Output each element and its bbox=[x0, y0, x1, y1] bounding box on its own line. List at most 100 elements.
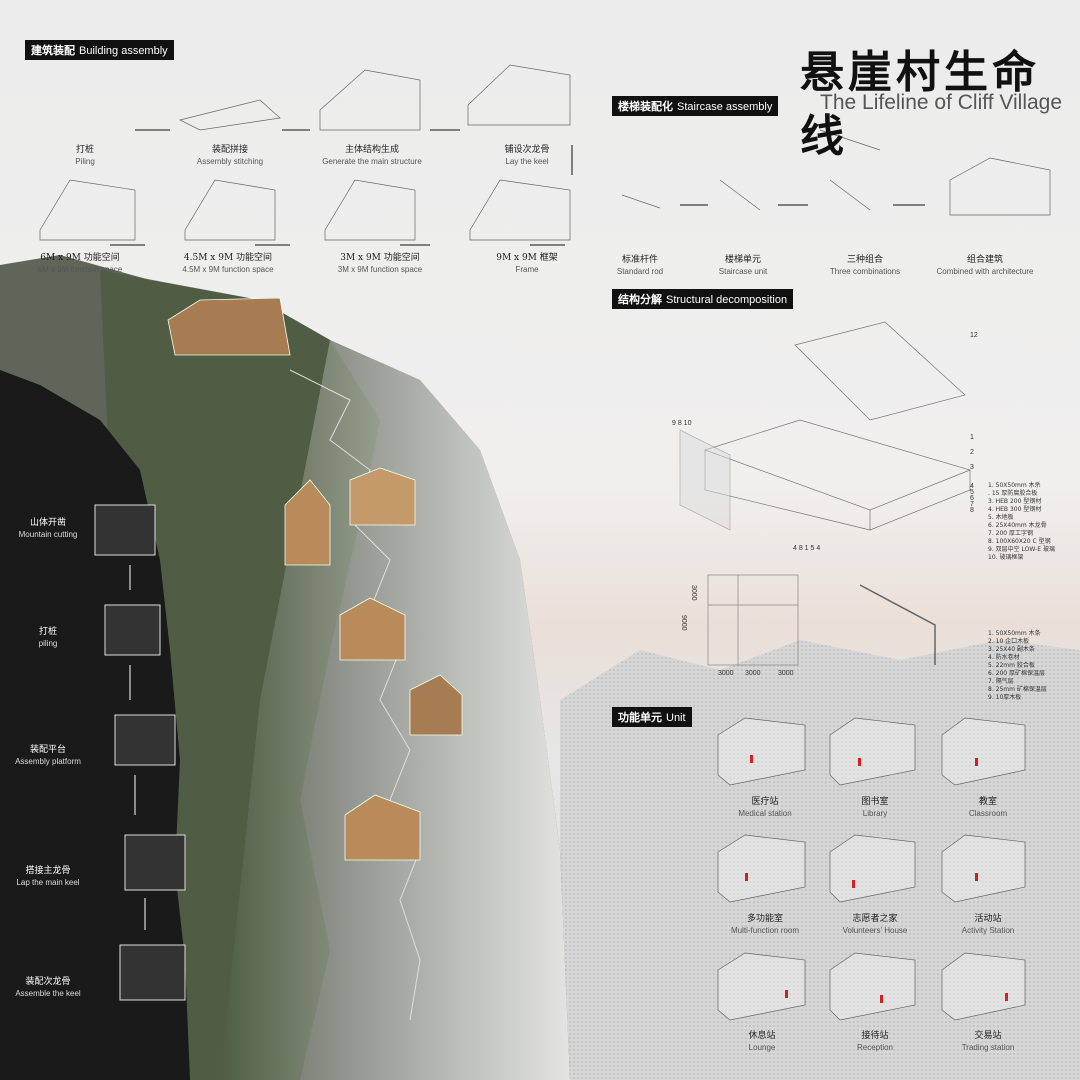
callout: 4 8 1 5 4 bbox=[793, 545, 821, 552]
construction-arrows bbox=[129, 565, 146, 930]
plan-dim: 3000 bbox=[690, 585, 697, 601]
callout: 4 bbox=[970, 483, 974, 490]
step-en: Assemble the keel bbox=[15, 989, 81, 998]
step-3m-space: 3M x 9M 功能空间 3M x 9M function space bbox=[305, 253, 455, 275]
step-en: 6M x 9M function space bbox=[37, 265, 123, 274]
step-en: Lay the keel bbox=[505, 157, 549, 166]
legend-item: 4. 防水卷材 bbox=[988, 654, 1020, 661]
step-zh: 打桩 bbox=[38, 627, 57, 637]
legend-item: 2. 10 企口木板 bbox=[988, 638, 1030, 645]
legend-item: 5. 22mm 胶合板 bbox=[988, 662, 1035, 669]
legend-item: 9. 双层中空 LOW-E 玻璃 bbox=[988, 546, 1055, 553]
callout: 1 bbox=[970, 434, 974, 441]
step-zh: 6M x 9M 功能空间 bbox=[40, 253, 120, 263]
construction-assemble-keel: 装配次龙骨 Assemble the keel bbox=[0, 977, 123, 999]
unit-zh: 休息站 bbox=[748, 1031, 776, 1041]
step-zh: 铺设次龙骨 bbox=[504, 145, 550, 155]
construction-assembly-platform: 装配平台 Assembly platform bbox=[0, 745, 123, 767]
unit-multi-function-room: 多功能室 Multi-function room bbox=[690, 914, 840, 936]
header-en: Unit bbox=[666, 712, 686, 724]
step-en: Standard rod bbox=[616, 267, 664, 276]
step-zh: 标准杆件 bbox=[621, 255, 658, 265]
step-zh: 山体开凿 bbox=[29, 518, 66, 528]
unit-en: Trading station bbox=[961, 1043, 1015, 1052]
unit-en: Reception bbox=[856, 1043, 894, 1052]
unit-zh: 接待站 bbox=[861, 1031, 889, 1041]
page-subtitle: The Lifeline of Cliff Village bbox=[820, 91, 1063, 114]
callout: 8 bbox=[970, 507, 974, 514]
legend-item: 7. 200 厚工字钢 bbox=[988, 530, 1033, 537]
legend-item: 4. HEB 300 型钢材 bbox=[988, 506, 1042, 513]
step-lay-keel: 铺设次龙骨 Lay the keel bbox=[452, 145, 602, 167]
legend-item: 6. 25X40mm 木龙骨 bbox=[988, 522, 1047, 529]
legend-item: 7. 隔气层 bbox=[988, 678, 1014, 685]
plan-dim: 3000 bbox=[745, 670, 761, 677]
unit-reception: 接待站 Reception bbox=[800, 1031, 950, 1053]
header-en: Structural decomposition bbox=[666, 294, 788, 306]
step-zh: 装配次龙骨 bbox=[25, 977, 71, 987]
legend-item: 9. 10厚木板 bbox=[988, 694, 1022, 701]
legend-item: 8. 25mm 矿棉保温层 bbox=[988, 686, 1047, 693]
unit-en: Library bbox=[862, 809, 888, 818]
unit-boxes bbox=[717, 717, 1026, 1021]
step-zh: 装配拼接 bbox=[211, 145, 248, 155]
callout: 7 bbox=[970, 501, 974, 508]
step-en: Assembly platform bbox=[15, 757, 81, 766]
plan-dim: 3000 bbox=[778, 670, 794, 677]
step-zh: 3M x 9M 功能空间 bbox=[340, 253, 420, 263]
step-en: Assembly stitching bbox=[196, 157, 264, 166]
step-en: Mountain cutting bbox=[18, 530, 78, 539]
unit-zh: 志愿者之家 bbox=[852, 914, 898, 924]
legend-item: 1. 50X50mm 木杀 bbox=[988, 482, 1041, 489]
callout: 9 8 10 bbox=[672, 420, 692, 427]
unit-en: Volunteers' House bbox=[842, 926, 908, 935]
step-zh: 装配平台 bbox=[29, 745, 66, 755]
unit-en: Classroom bbox=[968, 809, 1008, 818]
legend-item: 3. HEB 200 型钢材 bbox=[988, 498, 1042, 505]
header-zh: 楼梯装配化 bbox=[618, 100, 673, 113]
construction-diagrams bbox=[94, 504, 186, 1001]
plan-dim: 9000 bbox=[680, 615, 687, 631]
unit-en: Multi-function room bbox=[730, 926, 800, 935]
legend-item: 1. 50X50mm 木条 bbox=[988, 630, 1041, 637]
step-en: 3M x 9M function space bbox=[337, 265, 423, 274]
construction-mountain-cutting: 山体开凿 Mountain cutting bbox=[0, 518, 123, 540]
step-assembly-stitching: 装配拼接 Assembly stitching bbox=[155, 145, 305, 167]
step-en: Staircase unit bbox=[718, 267, 768, 276]
step-en: Three combinations bbox=[829, 267, 901, 276]
units-header: 功能单元 Unit bbox=[612, 707, 692, 727]
step-en: Frame bbox=[515, 265, 539, 274]
unit-zh: 活动站 bbox=[974, 914, 1002, 924]
step-zh: 4.5M x 9M 功能空间 bbox=[183, 253, 273, 263]
header-zh: 功能单元 bbox=[618, 711, 662, 724]
unit-zh: 教室 bbox=[978, 797, 997, 807]
unit-zh: 医疗站 bbox=[751, 797, 779, 807]
unit-activity-station: 活动站 Activity Station bbox=[913, 914, 1063, 936]
process-arrows bbox=[110, 129, 925, 246]
legend-item: 8. 100X60X20 C 型钢 bbox=[988, 538, 1051, 545]
stair-step-rod: 标准杆件 Standard rod bbox=[565, 255, 715, 277]
stair-step-combinations: 三种组合 Three combinations bbox=[790, 255, 940, 277]
step-zh: 主体结构生成 bbox=[344, 145, 399, 155]
step-en: Lap the main keel bbox=[16, 878, 80, 887]
unit-classroom: 教室 Classroom bbox=[913, 797, 1063, 819]
callout: 2 bbox=[970, 449, 974, 456]
step-6m-space: 6M x 9M 功能空间 6M x 9M function space bbox=[5, 253, 155, 275]
unit-zh: 多功能室 bbox=[746, 914, 783, 924]
callout: 6 bbox=[970, 495, 974, 502]
legend-item: 5. 木地板 bbox=[988, 514, 1014, 521]
unit-en: Activity Station bbox=[961, 926, 1015, 935]
step-zh: 三种组合 bbox=[846, 255, 883, 265]
